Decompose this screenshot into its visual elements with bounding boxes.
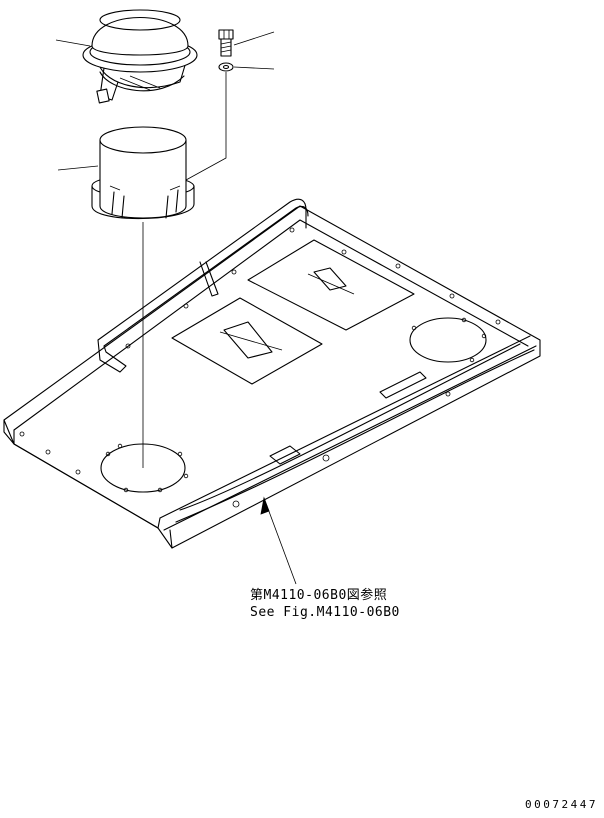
leader-washer [233, 66, 275, 70]
reference-note-jp: 第M4110-06B0図参照 [250, 588, 388, 603]
filter-cup [91, 126, 195, 220]
leader-cap [55, 39, 91, 47]
plate-holes [19, 227, 501, 508]
leader-bolt [233, 31, 275, 46]
left-opening [100, 443, 186, 493]
cover-plate [3, 198, 541, 549]
reference-leader [260, 496, 297, 585]
leader-cup [57, 165, 99, 171]
label-plate-rear [247, 239, 415, 331]
label-plate-front [171, 297, 323, 385]
precleaner-cap [82, 9, 198, 104]
reference-note-en: See Fig.M4110-06B0 [250, 605, 400, 620]
right-opening [409, 317, 487, 363]
drawing-number: 00072447 [525, 798, 598, 811]
bolt-axis-line [185, 72, 227, 181]
washer [218, 62, 234, 72]
right-opening-holes [411, 317, 487, 363]
left-opening-holes [105, 443, 189, 493]
bolt [218, 29, 234, 57]
